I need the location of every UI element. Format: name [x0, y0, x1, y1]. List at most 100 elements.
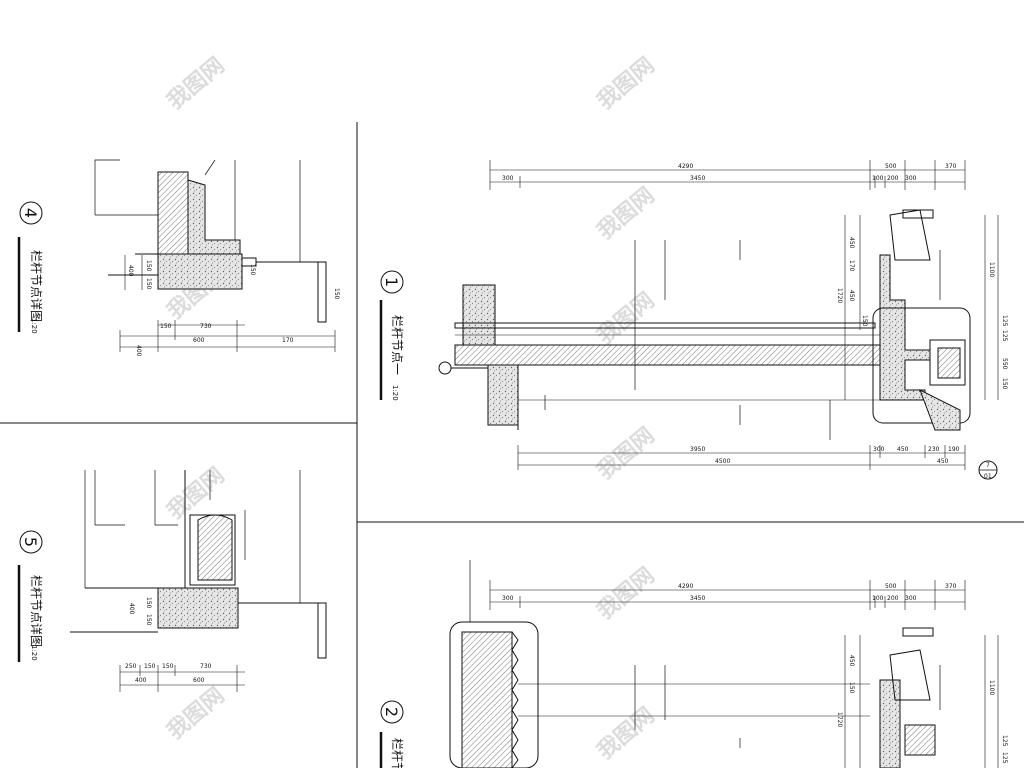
svg-text:150: 150 [145, 597, 152, 609]
svg-text:450: 450 [848, 290, 855, 302]
detail-scale: 1:20 [30, 645, 38, 661]
svg-text:1720: 1720 [836, 712, 843, 727]
svg-text:150: 150 [848, 682, 855, 694]
svg-text:150: 150 [144, 663, 156, 670]
svg-text:01: 01 [984, 473, 992, 480]
slab-section [157, 253, 243, 290]
svg-text:400: 400 [135, 345, 142, 357]
svg-text:1720: 1720 [836, 288, 843, 303]
coping-stone [902, 209, 934, 219]
detail-2: 2 栏杆节点二 [379, 560, 1008, 768]
svg-text:300: 300 [873, 446, 885, 453]
svg-text:150: 150 [861, 315, 868, 327]
svg-text:450: 450 [897, 446, 909, 453]
wall-section [157, 171, 189, 255]
watermark-text: 我图网 [593, 423, 660, 485]
detail-5: 5 栏杆节点详图 1:20 250 150 1 [17, 470, 327, 692]
railing-post [317, 602, 327, 659]
svg-text:150: 150 [145, 614, 152, 626]
watermark-text: 我图网 [593, 53, 660, 115]
section-marker: 7 01 [978, 460, 998, 480]
svg-text:150: 150 [145, 278, 152, 290]
slab-section [157, 587, 239, 629]
detail-1: 1 栏杆节点一 1:20 [379, 160, 1008, 480]
pool-slab [461, 631, 513, 768]
svg-text:450: 450 [848, 655, 855, 667]
railing-post [317, 261, 327, 323]
svg-text:7: 7 [986, 462, 990, 469]
coping [187, 179, 241, 255]
svg-text:150: 150 [333, 288, 340, 300]
svg-text:125: 125 [1001, 315, 1008, 327]
svg-text:200: 200 [887, 595, 899, 602]
detail-title: 栏杆节点详图 [29, 250, 44, 322]
watermark-layer: 我图网 我图网 我图网 我图网 我图网 我图网 我图网 我图网 我图网 我图网 [163, 53, 660, 765]
svg-text:400: 400 [135, 677, 147, 684]
soil-section [462, 284, 496, 346]
svg-text:300: 300 [905, 175, 917, 182]
svg-text:550: 550 [1001, 358, 1008, 370]
detail-scale: 1:20 [30, 318, 38, 334]
detail-4: 4 栏杆节点详图 1:20 400 [17, 159, 340, 357]
pool-edge [879, 679, 901, 768]
detail-number-circle [380, 270, 404, 294]
pool-slab [454, 344, 886, 366]
panel-dividers [0, 122, 1024, 768]
watermark-text: 我图网 [593, 563, 660, 625]
svg-text:400: 400 [127, 265, 134, 277]
svg-text:150: 150 [145, 260, 152, 272]
overflow-channel [929, 339, 966, 386]
pool-edge [879, 254, 931, 401]
svg-text:450: 450 [848, 237, 855, 249]
svg-text:3950: 3950 [690, 446, 705, 453]
watermark-text: 我图网 [593, 288, 660, 350]
svg-text:4500: 4500 [715, 458, 730, 465]
watermark-text: 我图网 [163, 683, 230, 745]
detail-number-circle [380, 700, 404, 724]
svg-text:170: 170 [282, 337, 294, 344]
svg-text:230: 230 [928, 446, 940, 453]
detail-title: 栏杆节点详图 [29, 575, 44, 647]
detail-callout-box [872, 307, 971, 424]
detail-title: 栏杆节点一 [390, 315, 405, 375]
detail-number: 4 [21, 208, 40, 218]
svg-text:200: 200 [887, 175, 899, 182]
svg-text:100: 100 [872, 175, 884, 182]
svg-text:3450: 3450 [690, 595, 705, 602]
svg-text:450: 450 [937, 458, 949, 465]
svg-text:370: 370 [945, 163, 957, 170]
svg-text:100: 100 [872, 595, 884, 602]
coping-stone [902, 627, 934, 637]
watermark-text: 我图网 [163, 53, 230, 115]
svg-text:500: 500 [885, 163, 897, 170]
svg-text:170: 170 [848, 260, 855, 272]
svg-text:3450: 3450 [690, 175, 705, 182]
svg-text:125: 125 [1001, 735, 1008, 747]
svg-text:190: 190 [948, 446, 960, 453]
svg-text:730: 730 [200, 663, 212, 670]
svg-text:125: 125 [1001, 330, 1008, 342]
svg-text:150: 150 [249, 264, 256, 276]
svg-text:1100: 1100 [988, 680, 995, 695]
svg-text:125: 125 [1001, 752, 1008, 764]
detail-title: 栏杆节点二 [390, 738, 405, 768]
detail-callout-box [449, 621, 539, 768]
svg-text:150: 150 [160, 323, 172, 330]
svg-text:300: 300 [905, 595, 917, 602]
detail-number-circle [19, 530, 43, 554]
svg-text:1100: 1100 [988, 262, 995, 277]
svg-text:600: 600 [193, 677, 205, 684]
svg-text:4290: 4290 [678, 163, 693, 170]
svg-text:730: 730 [200, 323, 212, 330]
svg-text:150: 150 [162, 663, 174, 670]
detail-scale: 1:20 [391, 385, 399, 401]
svg-text:4290: 4290 [678, 583, 693, 590]
svg-text:400: 400 [128, 603, 135, 615]
svg-text:370: 370 [945, 583, 957, 590]
svg-text:300: 300 [502, 595, 514, 602]
watermark-text: 我图网 [593, 183, 660, 245]
watermark-text: 我图网 [593, 703, 660, 765]
detail-number: 2 [382, 707, 401, 717]
